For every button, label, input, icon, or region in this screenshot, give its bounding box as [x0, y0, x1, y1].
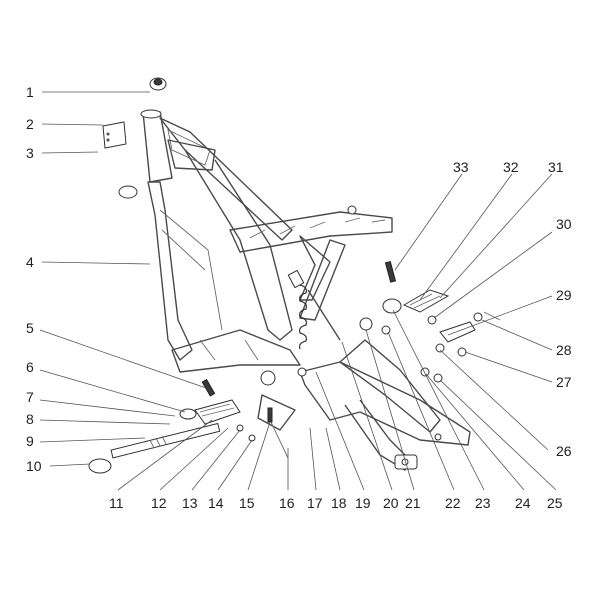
callout-32: 32 — [503, 159, 519, 175]
callout-2: 2 — [26, 116, 34, 132]
callout-11: 11 — [109, 495, 124, 511]
callout-31: 31 — [548, 159, 564, 175]
callout-27: 27 — [556, 374, 572, 390]
callout-6: 6 — [26, 359, 34, 375]
callout-16: 16 — [279, 495, 295, 511]
leader-lines — [39, 91, 557, 491]
callout-30: 30 — [556, 216, 572, 232]
callout-29: 29 — [556, 287, 572, 303]
callout-15: 15 — [239, 495, 255, 511]
callout-24: 24 — [515, 495, 531, 511]
callout-13: 13 — [182, 495, 198, 511]
motorcycle-frame-illustration — [88, 77, 501, 474]
callout-3: 3 — [26, 145, 34, 161]
callout-28: 28 — [556, 342, 572, 358]
callout-12: 12 — [151, 495, 167, 511]
callout-21: 21 — [405, 495, 421, 511]
callout-14: 14 — [208, 495, 224, 511]
callout-20: 20 — [383, 495, 399, 511]
callout-17: 17 — [307, 495, 323, 511]
callout-10: 10 — [26, 458, 42, 474]
callout-25: 25 — [547, 495, 563, 511]
callout-23: 23 — [475, 495, 491, 511]
callout-22: 22 — [445, 495, 461, 511]
callout-33: 33 — [453, 159, 469, 175]
callout-labels: 1 2 3 4 5 6 7 8 9 10 11 12 13 14 15 16 1… — [26, 84, 572, 511]
callout-18: 18 — [331, 495, 347, 511]
callout-1: 1 — [26, 84, 34, 100]
callout-4: 4 — [26, 254, 34, 270]
callout-8: 8 — [26, 411, 34, 427]
callout-7: 7 — [26, 389, 34, 405]
callout-26: 26 — [556, 443, 572, 459]
callout-9: 9 — [26, 433, 34, 449]
callout-19: 19 — [355, 495, 371, 511]
callout-5: 5 — [26, 320, 34, 336]
